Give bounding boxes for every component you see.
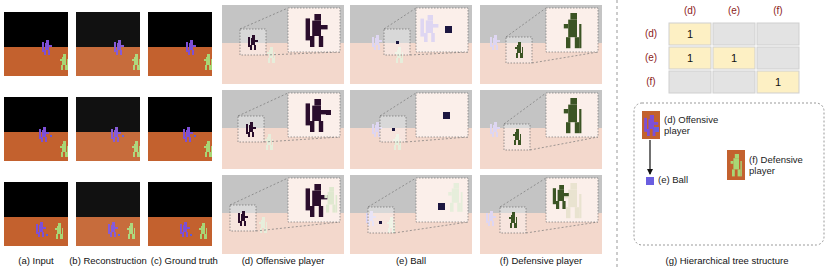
matrix-cell: 1: [731, 52, 737, 65]
reconstruction-frames: [76, 12, 140, 246]
ball-mask-panel: [350, 5, 472, 84]
offensive-mask-panel: [222, 5, 344, 84]
matrix-cell: 1: [775, 76, 781, 89]
game-frame: [4, 12, 68, 76]
ground-truth-frames: [148, 12, 212, 246]
tree-node: (d) Offensive player: [640, 110, 730, 140]
defensive-mask-panel: [480, 5, 602, 84]
matrix-cell: 1: [687, 52, 693, 65]
matrix-header: (f): [773, 5, 782, 17]
adjacency-matrix: [669, 23, 799, 93]
panel-caption: (e) Ball: [396, 256, 426, 267]
ball-mask-panel: [350, 90, 472, 169]
panel-caption: (c) Ground truth: [151, 256, 218, 267]
ball-mask-panel: [350, 175, 472, 254]
game-frame: [148, 182, 212, 246]
tree-node: (f) Defensive player: [725, 149, 815, 181]
matrix-header: (e): [645, 52, 657, 64]
game-frame: [148, 12, 212, 76]
ball-icon: [646, 177, 654, 185]
game-frame: [76, 182, 140, 246]
panel-caption: (g) Hierarchical tree structure: [665, 256, 788, 267]
offensive-icon: [642, 111, 660, 139]
node-label: (e) Ball: [658, 174, 688, 185]
tree-node: (e) Ball: [644, 174, 688, 186]
separator-line: [617, 0, 618, 269]
tree-arrow: [649, 140, 650, 174]
panel-caption: (f) Defensive player: [500, 256, 582, 267]
matrix-header: (f): [646, 76, 655, 88]
game-frame: [4, 182, 68, 246]
node-label: (d) Offensive player: [664, 114, 730, 137]
game-frame: [76, 12, 140, 76]
defensive-mask-panel: [480, 175, 602, 254]
input-frames: [4, 12, 68, 246]
matrix-header: (e): [728, 5, 740, 17]
game-frame: [76, 97, 140, 161]
defensive-icon: [727, 150, 745, 180]
defensive-mask-panel: [480, 90, 602, 169]
offensive-mask-panel: [222, 175, 344, 254]
node-label: (f) Defensive player: [749, 154, 815, 177]
panel-caption: (a) Input: [18, 256, 53, 267]
game-frame: [148, 97, 212, 161]
panel-caption: (d) Offensive player: [242, 256, 325, 267]
matrix-cell: 1: [687, 28, 693, 41]
matrix-header: (d): [684, 5, 696, 17]
tree-frame: [634, 103, 824, 245]
matrix-header: (d): [645, 28, 657, 40]
panel-caption: (b) Reconstruction: [69, 256, 147, 267]
offensive-mask-panel: [222, 90, 344, 169]
game-frame: [4, 97, 68, 161]
